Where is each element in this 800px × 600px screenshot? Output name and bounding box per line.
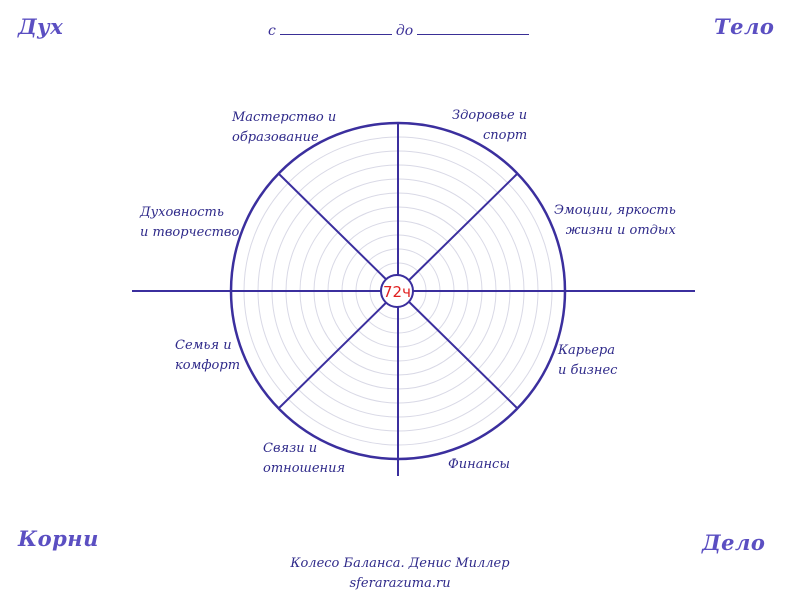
- sector-label-relations: Связи и отношения: [263, 439, 345, 479]
- center-label: 72ч: [383, 283, 411, 301]
- sector-label-line: Эмоции, яркость: [554, 203, 676, 218]
- corner-label-body: Тело: [714, 14, 775, 39]
- sector-label-line: жизни и отдых: [565, 223, 676, 238]
- sector-label-health: Здоровье и спорт: [452, 106, 527, 146]
- sector-label-line: Мастерство и: [232, 110, 337, 125]
- sector-label-line: Духовность: [140, 205, 224, 220]
- period-to-label: до: [395, 23, 414, 39]
- sector-label-line: Семья и: [175, 338, 232, 353]
- sector-label-line: Связи и: [263, 441, 318, 456]
- period-from-label: с: [268, 23, 276, 39]
- sector-label-career: Карьера и бизнес: [558, 341, 617, 381]
- corner-label-spirit: Дух: [18, 14, 64, 39]
- sector-label-line: спорт: [483, 128, 528, 143]
- corner-label-roots: Корни: [18, 526, 99, 551]
- sector-label-line: отношения: [263, 461, 346, 476]
- corner-label-work: Дело: [702, 530, 766, 555]
- sector-label-line: образование: [232, 130, 319, 145]
- sector-label-mastery: Мастерство и образование: [232, 108, 336, 148]
- period-to-blank: [417, 22, 530, 35]
- sector-label-line: Карьера: [558, 343, 615, 358]
- period-from-blank: [279, 22, 392, 35]
- sector-label-spirituality: Духовность и творчество: [140, 203, 239, 243]
- sector-label-family: Семья и комфорт: [175, 336, 240, 376]
- sector-label-line: Финансы: [448, 457, 510, 472]
- footer-site: sferarazuma.ru: [349, 576, 451, 591]
- center-circle: [380, 274, 414, 308]
- outer-circle: [229, 121, 567, 461]
- period-fields: с до: [268, 22, 533, 39]
- sector-label-finance: Финансы: [448, 455, 510, 475]
- axis-lines: [132, 124, 695, 476]
- sector-label-line: комфорт: [175, 358, 241, 373]
- footer-title: Колесо Баланса. Денис Миллер: [290, 556, 510, 571]
- sector-label-emotions: Эмоции, яркость жизни и отдых: [554, 201, 676, 241]
- sector-label-line: Здоровье и: [452, 108, 528, 123]
- sector-label-line: и творчество: [140, 225, 240, 240]
- sector-label-line: и бизнес: [558, 363, 618, 378]
